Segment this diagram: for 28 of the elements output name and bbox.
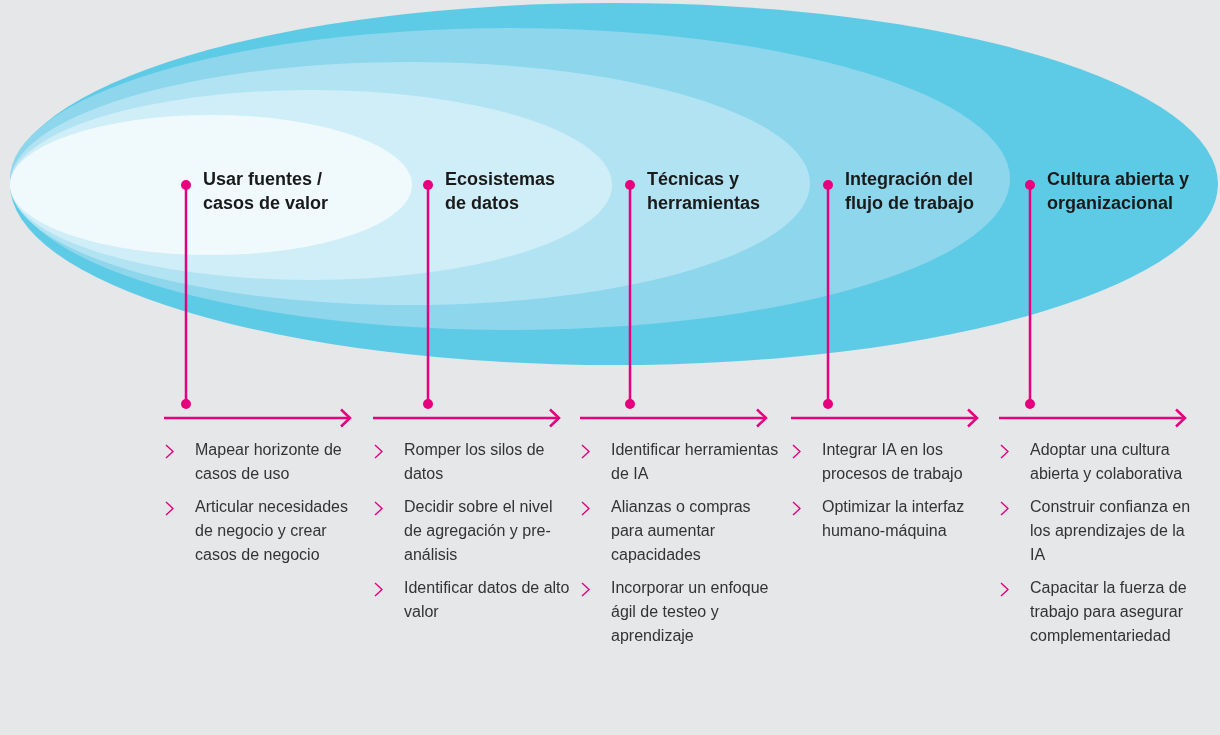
leader-line bbox=[625, 217, 635, 409]
arrow-shape bbox=[791, 408, 979, 428]
bullet-text: Mapear horizonte de casos de uso bbox=[195, 440, 343, 484]
arrow-shape bbox=[373, 408, 561, 428]
bullet-text: Incorporar un enfoque ágil de testeo y aprendizaje bbox=[611, 578, 770, 646]
stage-heading: Cultura abierta y organizacional bbox=[1047, 168, 1191, 215]
leader-line bbox=[423, 217, 433, 409]
bullet-text: Optimizar la interfaz humano-máquina bbox=[822, 497, 966, 541]
bullet-text: Alianzas o compras para aumentar capacidades bbox=[611, 497, 752, 565]
leader-line bbox=[181, 217, 191, 409]
stage-heading: Ecosistemas de datos bbox=[445, 168, 557, 215]
bullet-text: Romper los silos de datos bbox=[404, 440, 546, 484]
bullet-text: Decidir sobre el nivel de agregación y pre-análisis bbox=[404, 497, 554, 565]
bullet-text: Articular necesidades de negocio y crear casos de negocio bbox=[195, 497, 349, 565]
bullet-text: Capacitar la fuerza de trabajo para asegurar complementariedad bbox=[1030, 578, 1188, 646]
arrow-shape bbox=[999, 408, 1187, 428]
arrow-shape bbox=[164, 408, 352, 428]
bullet-text: Integrar IA en los procesos de trabajo bbox=[822, 440, 964, 484]
bullet-text: Identificar datos de alto valor bbox=[404, 578, 571, 622]
stage-heading: Técnicas y herramientas bbox=[647, 168, 762, 215]
leader-line bbox=[1025, 217, 1035, 409]
stage-heading: Integración del flujo de trabajo bbox=[845, 168, 975, 215]
bullet-text: Construir confianza en los aprendizajes de la IA bbox=[1030, 497, 1192, 565]
stage-heading: Usar fuentes / casos de valor bbox=[203, 168, 330, 215]
leader-line bbox=[823, 217, 833, 409]
bullet-text: Identificar herramientas de IA bbox=[611, 440, 779, 484]
arrow-shape bbox=[580, 408, 768, 428]
bullet-text: Adoptar una cultura abierta y colaborativa bbox=[1030, 440, 1184, 484]
